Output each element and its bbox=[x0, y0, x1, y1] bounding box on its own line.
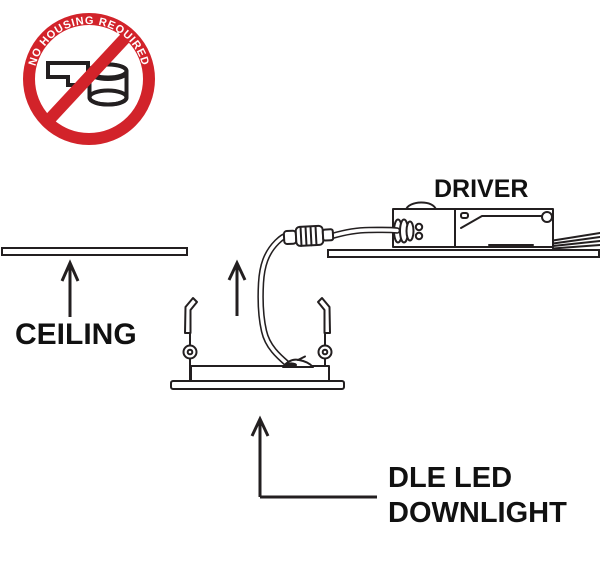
connect-cable bbox=[257, 224, 401, 371]
badge-text: NO HOUSING REQUIRED bbox=[27, 15, 152, 67]
quick-connector-icon bbox=[282, 224, 335, 247]
downlight-leader-arrow bbox=[250, 415, 377, 499]
driver-knockout-hole bbox=[541, 211, 553, 223]
prohibition-slash-icon bbox=[43, 30, 133, 126]
right-clip-pivot bbox=[317, 344, 333, 360]
up-arrow-icon bbox=[227, 259, 247, 316]
ceiling-label: CEILING bbox=[15, 318, 137, 351]
driver-label: DRIVER bbox=[434, 175, 529, 203]
ceiling-panel-right bbox=[327, 249, 600, 258]
prohibition-ring bbox=[23, 13, 155, 145]
no-housing-badge: NO HOUSING REQUIRED bbox=[23, 13, 155, 145]
badge-text-path: NO HOUSING REQUIRED bbox=[27, 15, 151, 67]
downlight-label-line2: DOWNLIGHT bbox=[388, 497, 567, 529]
left-clip-flag bbox=[184, 297, 198, 334]
driver-illustration bbox=[392, 201, 600, 250]
left-clip-pivot bbox=[182, 344, 198, 360]
driver-output-wires bbox=[552, 232, 600, 250]
downlight-label-line1: DLE LED bbox=[388, 462, 513, 494]
ceiling-arrow-icon bbox=[60, 259, 80, 317]
cable-entry bbox=[282, 355, 314, 368]
downlight-label: DLE LED DOWNLIGHT bbox=[388, 461, 567, 531]
downlight-body bbox=[190, 365, 330, 382]
ceiling-panel-left bbox=[1, 247, 188, 256]
downlight-trim bbox=[170, 380, 345, 390]
downlight-illustration bbox=[170, 297, 345, 390]
right-clip-flag bbox=[317, 297, 331, 334]
